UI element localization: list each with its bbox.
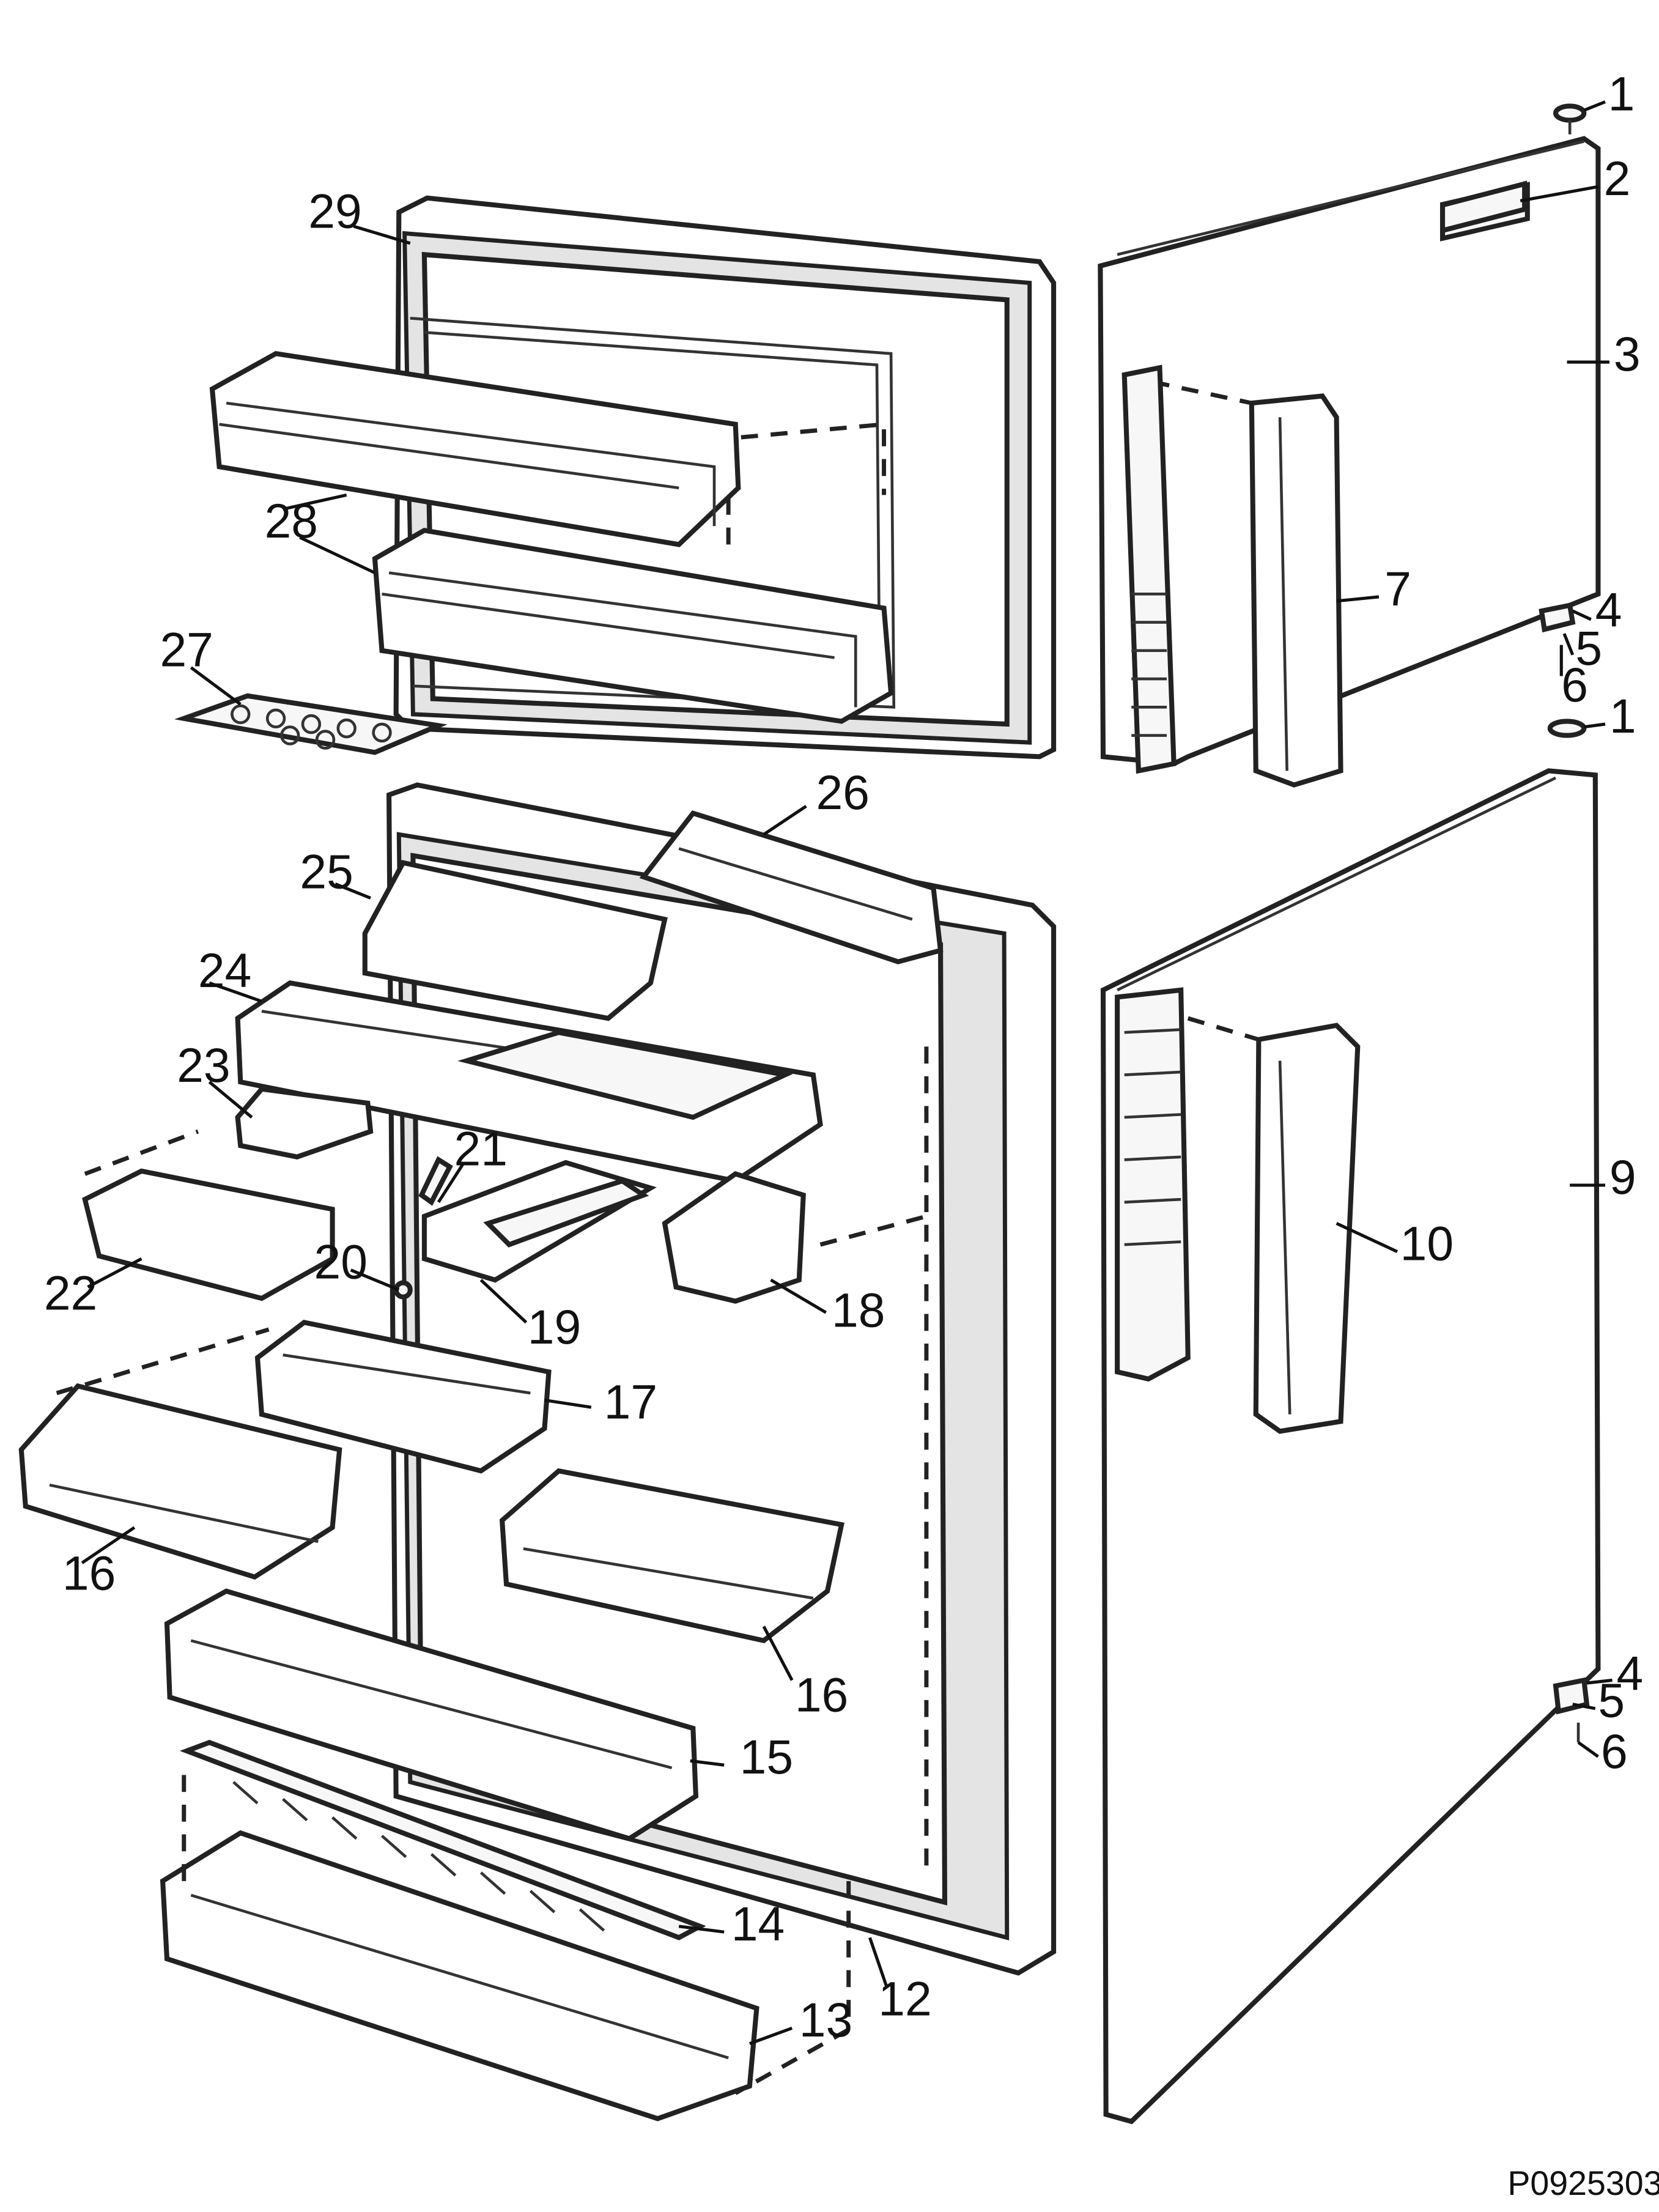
shelf-bracket-small (235, 1086, 374, 1160)
hinge-pin-mid (1547, 719, 1587, 738)
freezer-shelf-upper (209, 350, 741, 547)
bottle-retainer-bar (179, 1739, 706, 1940)
callout-16-right: 16 (795, 1668, 848, 1722)
callout-12: 12 (878, 1972, 931, 2026)
callout-22: 22 (44, 1267, 97, 1320)
callout-4-bottom: 4 (1616, 1647, 1643, 1701)
freezer-door-handle (1249, 393, 1343, 788)
nameplate (1439, 180, 1528, 234)
freezer-door-outer (1098, 136, 1601, 766)
callout-20: 20 (314, 1235, 368, 1289)
hinge-bushing-bottom (1553, 1677, 1590, 1715)
callout-21: 21 (454, 1122, 507, 1176)
callout-6-top: 6 (1561, 658, 1588, 712)
dairy-bin (362, 860, 668, 1021)
callout-4-top: 4 (1595, 583, 1622, 637)
side-bin (662, 1171, 806, 1304)
hinge-pin-top (1553, 103, 1587, 135)
callout-28: 28 (265, 494, 318, 548)
callout-2: 2 (1604, 152, 1631, 205)
pivot-pin (418, 1156, 453, 1206)
large-door-bin-left (18, 1383, 342, 1580)
leader-lines (81, 100, 1613, 2046)
callout-6-bottom: 6 (1601, 1725, 1628, 1778)
callout-17: 17 (604, 1375, 657, 1429)
callout-18: 18 (832, 1283, 885, 1337)
dairy-compartment-cover (639, 810, 944, 964)
callout-7: 7 (1384, 562, 1411, 616)
long-door-bin (164, 1588, 699, 1841)
callout-16-left: 16 (62, 1546, 116, 1600)
callout-27: 27 (160, 623, 213, 676)
callout-25: 25 (300, 845, 353, 898)
callout-1-top: 1 (1608, 67, 1635, 120)
fresh-food-door-trim (1115, 987, 1191, 1382)
callout-23: 23 (177, 1038, 230, 1092)
fresh-food-door-outer (1100, 768, 1601, 2125)
freezer-door-trim (1121, 364, 1177, 774)
callout-13: 13 (799, 1993, 852, 2047)
drawing-code: P09253031695 (1507, 2164, 1659, 2202)
callout-15: 15 (740, 1730, 793, 1784)
can-dispenser-assembly (421, 1160, 657, 1283)
callout-5-top: 5 (1575, 621, 1602, 675)
egg-shelf (235, 980, 823, 1184)
freezer-shelf-lower (372, 528, 894, 724)
callout-3: 3 (1614, 327, 1641, 381)
callout-10: 10 (1400, 1217, 1454, 1271)
callout-29: 29 (308, 184, 361, 238)
hinge-bushing-top (1539, 602, 1576, 633)
callout-24: 24 (198, 944, 251, 997)
callout-5-bottom: 5 (1598, 1674, 1625, 1728)
large-door-bin-right (499, 1468, 844, 1644)
callout-1-mid: 1 (1609, 689, 1636, 743)
callout-14: 14 (731, 1897, 785, 1951)
callout-26: 26 (816, 766, 870, 819)
fresh-food-door-handle (1253, 1023, 1361, 1434)
ice-tray (174, 693, 448, 755)
small-door-bin (82, 1168, 335, 1301)
middle-door-bin (254, 1320, 552, 1474)
callout-numbers: 1 2 3 4 5 6 7 1 9 10 4 5 6 29 28 27 26 2… (44, 67, 1643, 2047)
bottom-door-bin (160, 1830, 759, 2121)
callout-19: 19 (528, 1300, 581, 1354)
callout-9: 9 (1609, 1150, 1636, 1204)
